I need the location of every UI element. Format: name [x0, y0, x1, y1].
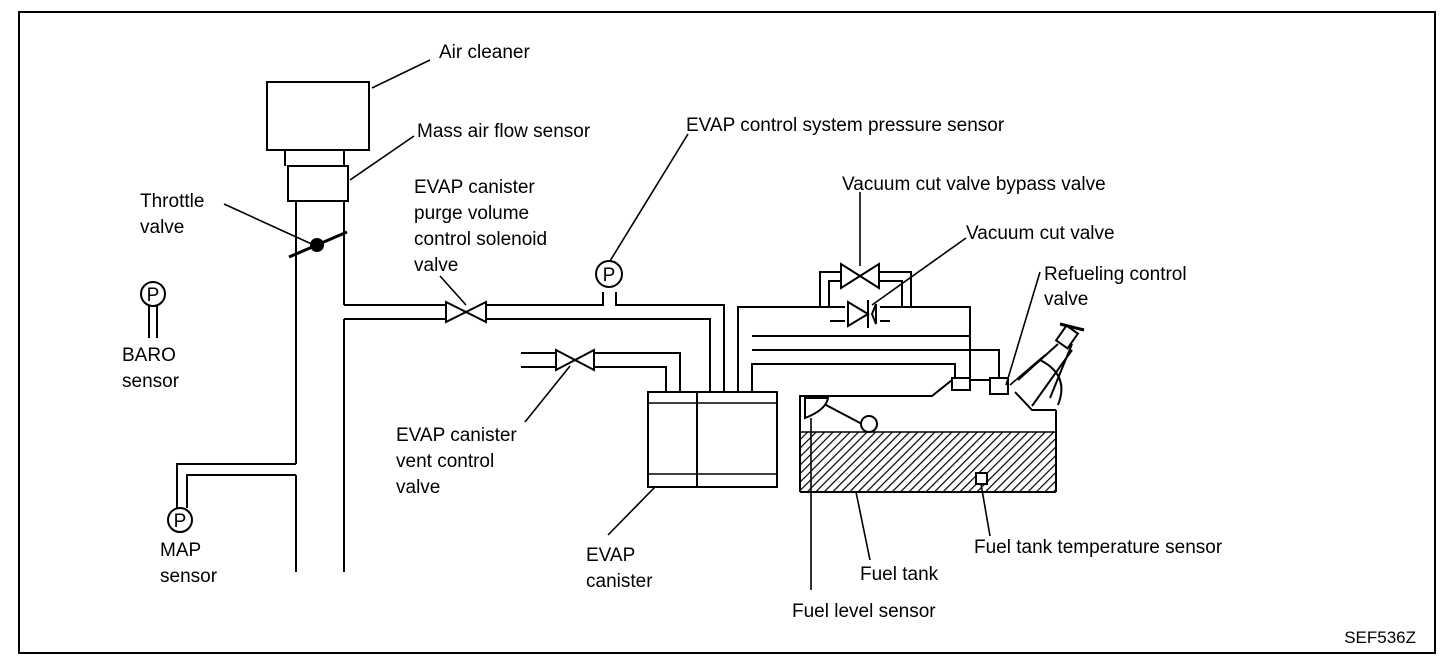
tank-vapor-line	[737, 306, 1000, 392]
purge-volume-control-solenoid-valve	[445, 300, 487, 324]
vacuum-cut-valve-bypass-valve	[840, 262, 880, 290]
pressure-sensor: P	[595, 260, 623, 288]
fuel-filler-neck	[1009, 322, 1085, 407]
leader-lines	[223, 59, 1041, 561]
baro-sensor-symbol: P	[147, 285, 160, 306]
label-throttle-valve-2: valve	[140, 217, 184, 238]
label-map-sensor-1: MAP	[160, 540, 201, 561]
label-fuel-tank: Fuel tank	[860, 564, 939, 585]
baro-sensor: P	[140, 281, 166, 338]
label-level-sensor: Fuel level sensor	[792, 601, 936, 622]
label-purge-valve-1: EVAP canister	[414, 177, 535, 198]
vacuum-cut-bypass-loop	[819, 271, 912, 307]
label-purge-valve-4: valve	[414, 255, 458, 276]
figure-code: SEF536Z	[1344, 628, 1416, 647]
label-mass-air-flow-sensor: Mass air flow sensor	[417, 121, 591, 142]
label-refueling-valve-2: valve	[1044, 289, 1088, 310]
map-sensor-line	[176, 463, 296, 508]
label-purge-valve-2: purge volume	[414, 203, 529, 224]
label-purge-valve-3: control solenoid	[414, 229, 547, 250]
label-baro-sensor-2: sensor	[122, 371, 180, 392]
throttle-valve	[288, 230, 348, 259]
map-sensor-symbol: P	[174, 511, 187, 532]
label-baro-sensor-1: BARO	[122, 345, 176, 366]
diagram-frame	[18, 11, 1436, 654]
label-refueling-valve-1: Refueling control	[1044, 264, 1187, 285]
vacuum-cut-valve	[830, 298, 890, 328]
label-temp-sensor: Fuel tank temperature sensor	[974, 537, 1223, 558]
pressure-sensor-symbol: P	[603, 265, 616, 286]
label-canister-2: canister	[586, 571, 653, 592]
evap-canister	[647, 391, 778, 488]
label-pressure-sensor: EVAP control system pressure sensor	[686, 115, 1005, 136]
vent-line	[521, 352, 681, 392]
fuel-tank	[799, 377, 1057, 493]
label-map-sensor-2: sensor	[160, 566, 218, 587]
label-throttle-valve-1: Throttle	[140, 191, 204, 212]
vent-control-valve	[555, 348, 595, 372]
air-cleaner	[266, 81, 370, 151]
label-vent-valve-3: valve	[396, 477, 440, 498]
label-vent-valve-2: vent control	[396, 451, 494, 472]
label-canister-1: EVAP	[586, 545, 635, 566]
intake-duct	[295, 201, 345, 572]
label-bypass-valve: Vacuum cut valve bypass valve	[842, 174, 1106, 195]
mass-air-flow-sensor	[287, 165, 349, 202]
fuel-tank-temperature-sensor	[975, 472, 988, 485]
label-vacuum-cut-valve: Vacuum cut valve	[966, 223, 1115, 244]
label-air-cleaner: Air cleaner	[439, 42, 530, 63]
label-vent-valve-1: EVAP canister	[396, 425, 517, 446]
purge-line	[344, 292, 725, 392]
map-sensor: P	[167, 507, 193, 533]
fuel-level-sensor	[804, 397, 878, 590]
